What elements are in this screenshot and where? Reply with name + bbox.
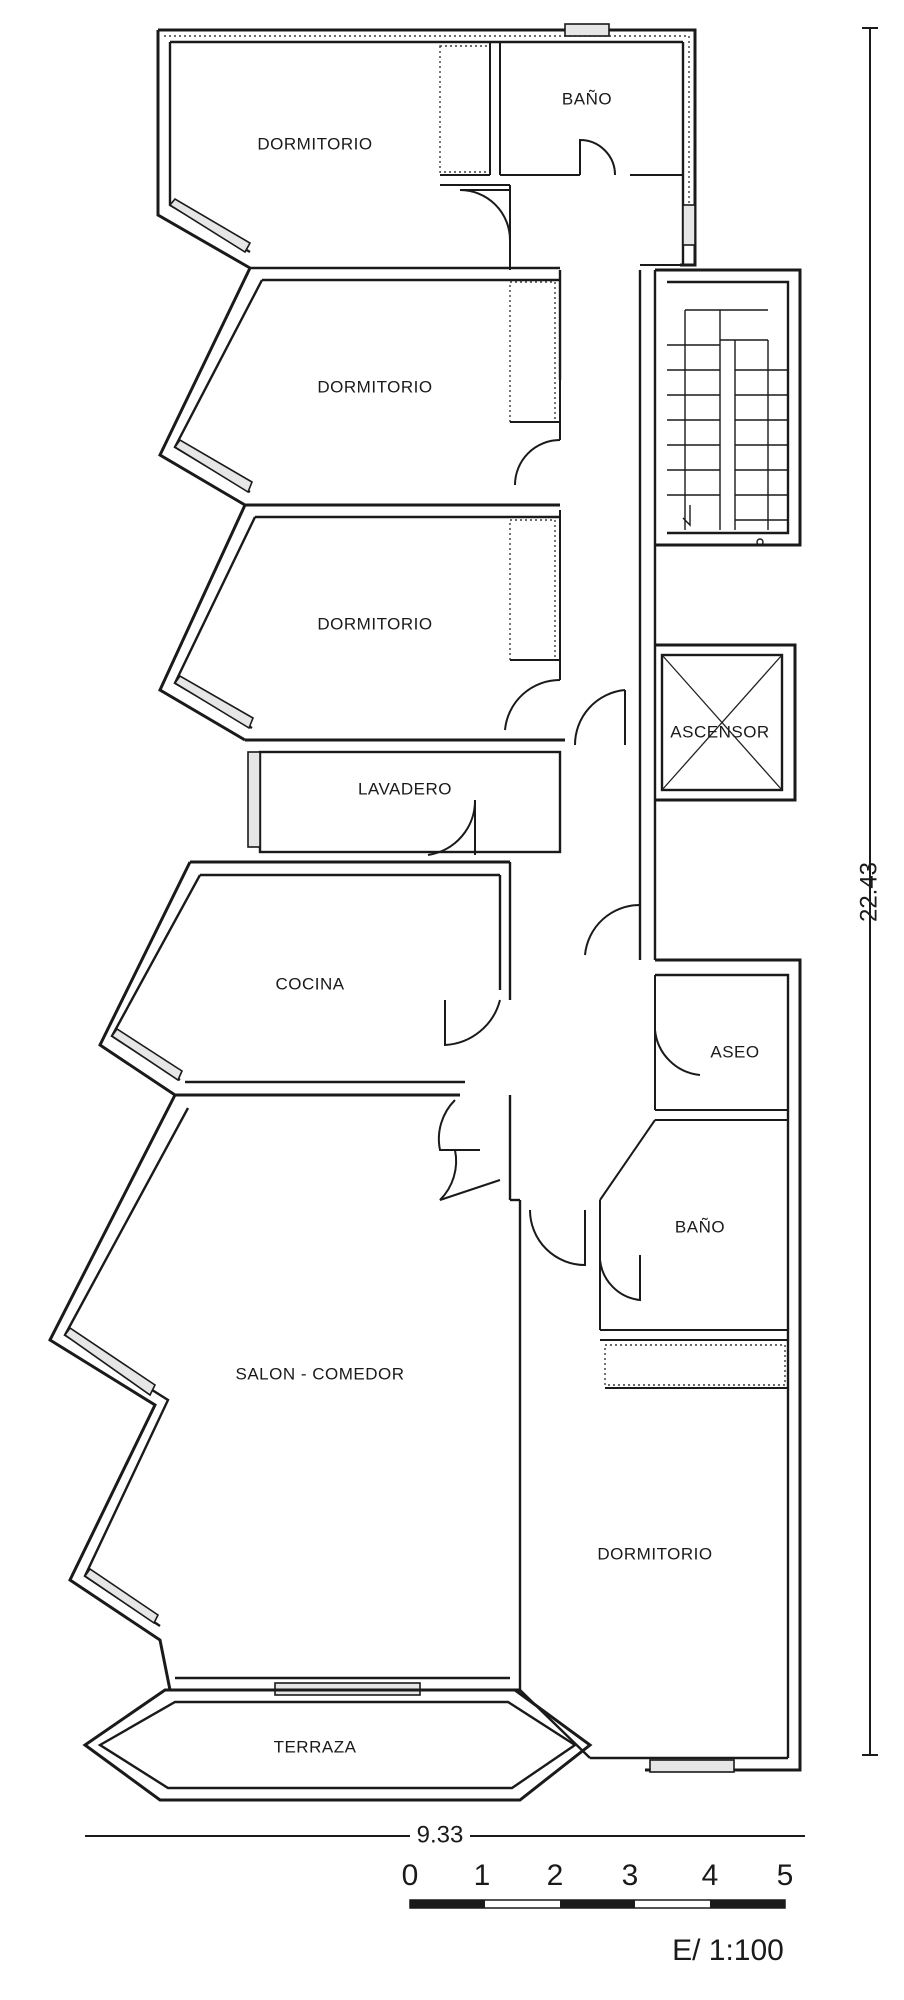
salon-comedor (48, 1094, 586, 1696)
corridor (558, 270, 657, 960)
scale-tick-1: 1 (474, 1859, 491, 1892)
scale-tick-3: 3 (622, 1859, 639, 1892)
scale-tick-5: 5 (777, 1859, 794, 1892)
room-label-dormitorio-3: DORMITORIO (317, 614, 432, 633)
terraza (82, 1688, 593, 1802)
scale-tick-0: 0 (402, 1859, 419, 1892)
wing-north (156, 23, 697, 270)
scale-bar: 0 1 2 3 4 5 E/ 1:100 (402, 1859, 794, 1967)
scale-label: E/ 1:100 (672, 1934, 784, 1967)
cocina (98, 860, 512, 1097)
dormitorio-4 (519, 1689, 788, 1773)
dimension-vertical: 22.43 (855, 27, 882, 1756)
wing-dormitorio-2 (158, 266, 561, 507)
room-label-dormitorio-2: DORMITORIO (317, 377, 432, 396)
lavadero (245, 738, 565, 856)
room-label-ascensor: ASCENSOR (670, 722, 769, 741)
wing-dormitorio-3 (158, 503, 626, 746)
aseo-bano (584, 903, 802, 1772)
room-label-dormitorio-1: DORMITORIO (257, 134, 372, 153)
staircase (655, 268, 802, 547)
room-label-cocina: COCINA (275, 974, 344, 993)
room-label-lavadero: LAVADERO (358, 779, 452, 798)
room-label-aseo: ASEO (710, 1042, 759, 1061)
room-label-salon-comedor: SALON - COMEDOR (235, 1364, 404, 1383)
room-label-bano-2: BAÑO (675, 1217, 725, 1236)
scale-tick-4: 4 (702, 1859, 719, 1892)
dimension-height-label: 22.43 (855, 862, 882, 922)
room-label-terraza: TERRAZA (274, 1737, 357, 1756)
dimension-width-label: 9.33 (417, 1821, 464, 1848)
dimension-horizontal: 9.33 (85, 1821, 805, 1848)
room-label-dormitorio-4: DORMITORIO (597, 1544, 712, 1563)
scale-tick-2: 2 (547, 1859, 564, 1892)
ascensor (655, 643, 797, 802)
room-label-bano-1: BAÑO (562, 89, 612, 108)
